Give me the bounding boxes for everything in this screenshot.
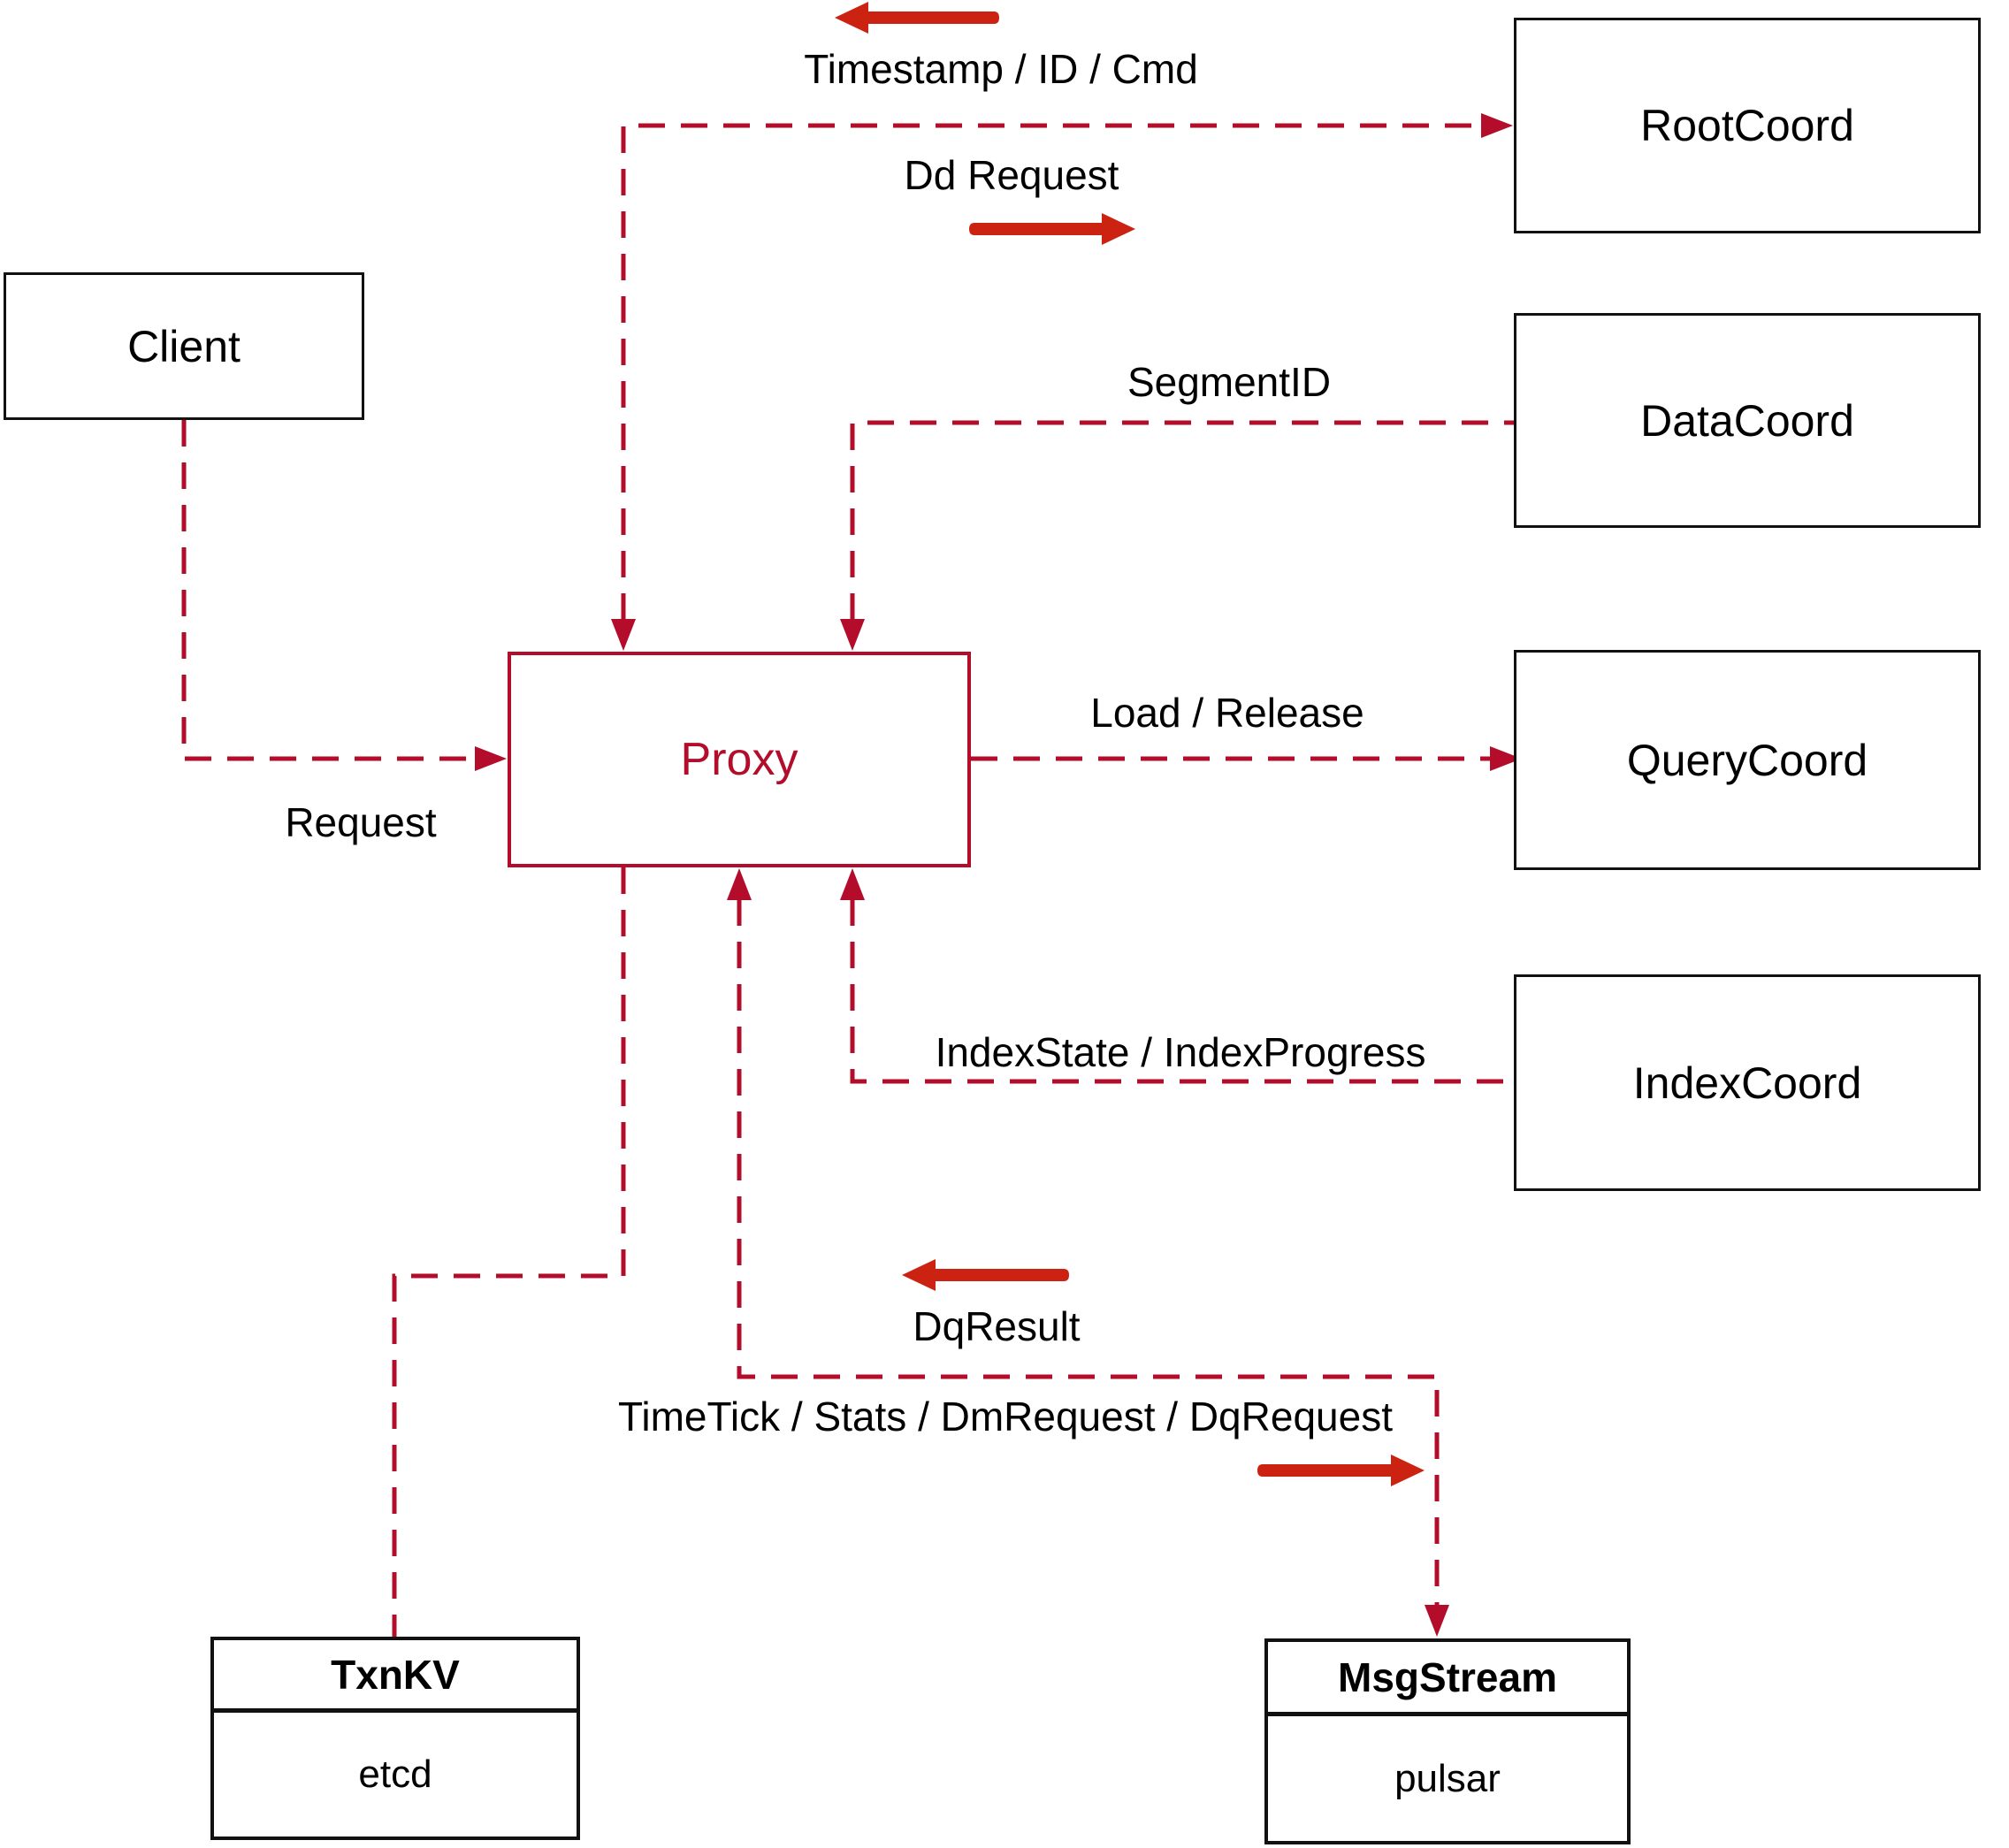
arrowhead-into-proxy-top-left (611, 619, 636, 651)
edge-proxy-rootcoord (621, 123, 1482, 620)
edge-label-request: Request (285, 799, 437, 845)
node-indexcoord: IndexCoord (1514, 974, 1981, 1191)
node-txnkv-impl: etcd (358, 1753, 432, 1796)
node-msgstream-title: MsgStream (1268, 1642, 1627, 1716)
edge-client-proxy (181, 420, 476, 761)
node-datacoord: DataCoord (1514, 313, 1981, 528)
edge-label-timetick-stats-dmrequest-dqrequest: TimeTick / Stats / DmRequest / DqRequest (618, 1394, 1393, 1439)
node-querycoord: QueryCoord (1514, 650, 1981, 870)
edge-proxy-msgstream (737, 899, 1440, 1605)
edge-datacoord-proxy (850, 420, 1523, 620)
node-rootcoord: RootCoord (1514, 18, 1981, 233)
edge-label-indexstate-indexprogress: IndexState / IndexProgress (935, 1029, 1426, 1075)
node-txnkv-title: TxnKV (214, 1640, 577, 1713)
direction-arrow-left-timestamp (835, 2, 999, 34)
node-msgstream: MsgStream pulsar (1264, 1638, 1631, 1844)
node-proxy: Proxy (508, 652, 971, 867)
direction-arrow-right-dd-request (969, 213, 1135, 245)
edge-label-segmentid: SegmentID (1127, 359, 1332, 405)
node-datacoord-label: DataCoord (1640, 395, 1854, 446)
arrowhead-into-proxy-top-right (840, 619, 865, 651)
edge-indexcoord-proxy (850, 899, 1523, 1084)
edge-label-dd-request: Dd Request (904, 152, 1119, 198)
node-indexcoord-label: IndexCoord (1632, 1058, 1862, 1108)
node-msgstream-impl: pulsar (1394, 1756, 1501, 1800)
arrowhead-into-proxy-bottom-right (840, 868, 865, 900)
node-client-label: Client (127, 321, 241, 371)
edge-label-timestamp-id-cmd: Timestamp / ID / Cmd (804, 46, 1198, 92)
node-proxy-label: Proxy (680, 734, 798, 785)
arrowhead-into-proxy-bottom-left (727, 868, 752, 900)
node-rootcoord-label: RootCoord (1640, 101, 1854, 150)
direction-arrow-right-timetick (1257, 1455, 1425, 1486)
edge-label-dqresult: DqResult (913, 1303, 1081, 1349)
arrowhead-into-querycoord (1490, 746, 1522, 771)
arrowhead-into-rootcoord (1481, 113, 1513, 138)
edge-proxy-txnkv (392, 867, 626, 1637)
node-querycoord-label: QueryCoord (1626, 735, 1868, 785)
arrowhead-into-msgstream (1425, 1605, 1449, 1637)
direction-arrow-left-dqresult (902, 1259, 1069, 1291)
node-client: Client (4, 272, 364, 420)
edge-label-load-release: Load / Release (1090, 690, 1364, 736)
arrowhead-into-proxy-left (475, 746, 507, 771)
node-txnkv: TxnKV etcd (210, 1637, 580, 1840)
